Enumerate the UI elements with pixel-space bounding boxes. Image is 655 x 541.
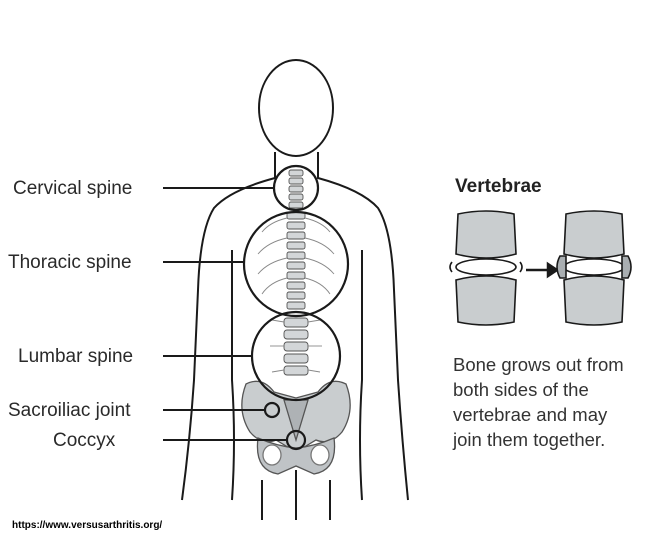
vertebrae-description: Bone grows out from both sides of the ve… [453,352,653,452]
ribs [257,217,335,373]
description-line: Bone grows out from [453,354,624,375]
description-line: join them together. [453,429,606,450]
vertebrae-title: Vertebrae [455,176,542,197]
description-line: both sides of the [453,379,589,400]
spine-column [283,169,309,376]
leader-lines [163,187,287,441]
label-thoracic-spine: Thoracic spine [8,252,132,273]
pelvis [241,380,351,475]
label-lumbar-spine: Lumbar spine [18,346,134,367]
label-sacroiliac-joint: Sacroiliac joint [8,400,131,421]
description-line: vertebrae and may [453,404,608,425]
label-cervical-spine: Cervical spine [13,178,133,199]
vertebrae-before [449,210,523,326]
source-url: https://www.versusarthritis.org/ [12,520,163,531]
body-outline [181,59,409,520]
vertebrae-after [556,210,632,326]
arrow-icon [526,261,560,279]
label-coccyx: Coccyx [53,430,116,451]
